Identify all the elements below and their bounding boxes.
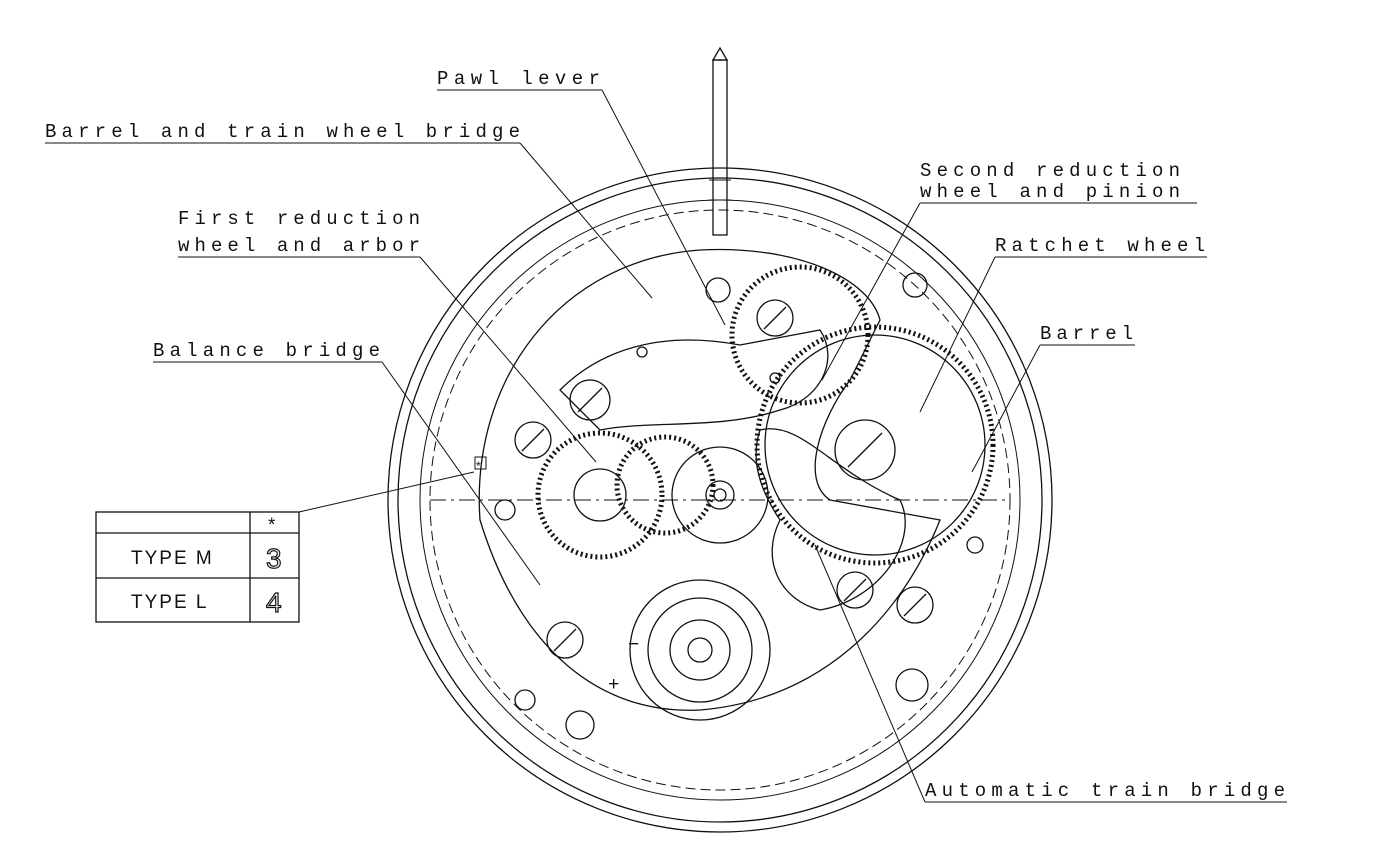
pawl-lever-bridge [559,329,829,431]
regulator-plus-mark: + [608,674,619,696]
second-reduction-wheel [729,264,871,406]
winding-stem [712,59,728,236]
table-row-value: 3 [266,543,282,574]
label-barrel-bridge: Barrel and train wheel bridge [45,121,520,143]
first-reduction-wheel [535,430,665,560]
balance-wheel [629,579,771,721]
table-header-symbol: * [268,515,277,536]
table-row-type: TYPE M [131,548,214,569]
barrel-gear [754,324,996,566]
leader-lines [45,89,1287,803]
label-second-reduction-line2: wheel and pinion [920,181,1180,203]
label-balance-bridge: Balance bridge [153,340,380,362]
label-second-reduction-line1: Second reduction [920,160,1180,182]
movement-drawing: + − [387,46,1053,833]
label-pawl-lever: Pawl lever [437,68,600,90]
label-ratchet-wheel: Ratchet wheel [995,235,1205,257]
table-row-type: TYPE L [131,592,208,613]
table-row-value: 4 [266,587,282,618]
type-marker-symbol: * [476,459,483,473]
type-marker-box [474,456,487,470]
label-first-reduction-line1: First reduction [178,208,420,230]
barrel-and-train-wheel-bridge [478,248,941,711]
label-automatic-train-bridge: Automatic train bridge [925,780,1285,802]
screws [494,272,984,740]
regulator-minus-mark: − [628,634,639,656]
label-first-reduction-line2: wheel and arbor [178,235,420,257]
type-table: * TYPE M 3 TYPE L 4 [95,511,300,623]
label-barrel: Barrel [1040,323,1133,345]
